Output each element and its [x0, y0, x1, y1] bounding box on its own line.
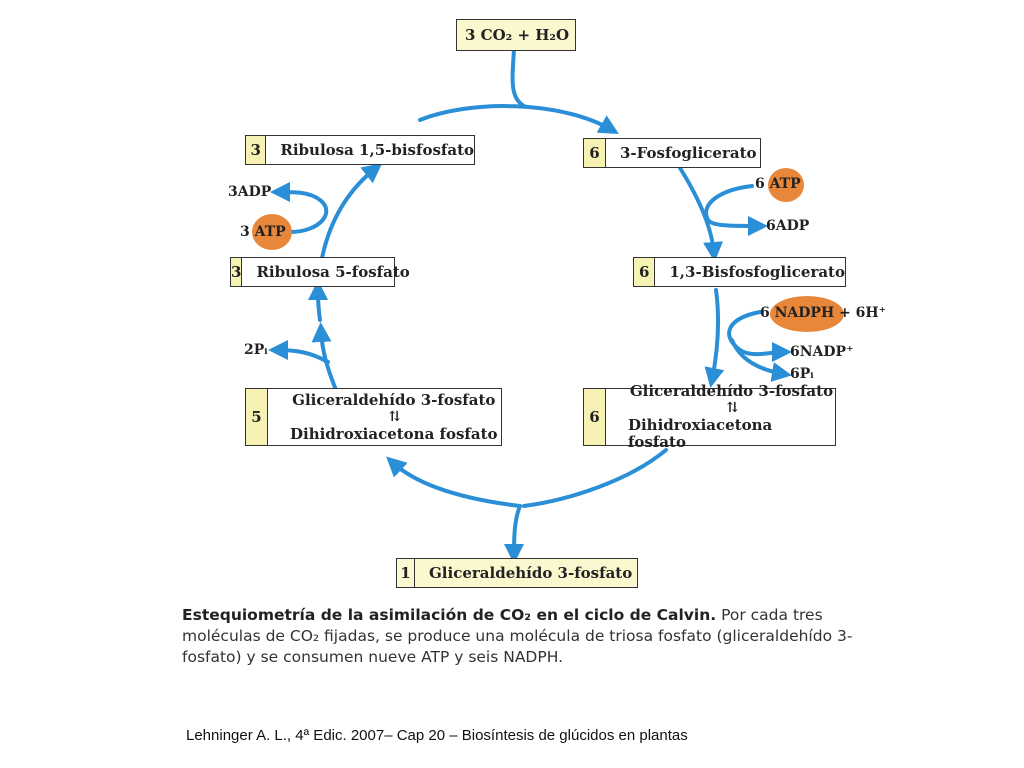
atp-right-label: 6 ATP — [755, 176, 801, 192]
nadp-label: 6NADP⁺ — [790, 344, 854, 360]
g3p-left-line1: Gliceraldehído 3-fosfato — [292, 390, 496, 409]
atp-left-highlight — [252, 214, 292, 250]
equilibrium-icon: ⇅ — [388, 408, 401, 425]
figure-caption: Estequiometría de la asimilación de CO₂ … — [182, 605, 902, 668]
output-g3p-count: 1 — [397, 559, 415, 587]
output-g3p-name: Gliceraldehído 3-fosfato — [429, 564, 633, 582]
adp-right-label: 6ADP — [766, 218, 810, 234]
phosphoglycerate-name: 3-Fosfoglicerato — [620, 144, 757, 162]
ribulose-5p-count: 3 — [231, 258, 243, 286]
arrow-bottom-to-g3p-left — [386, 456, 522, 508]
arrow-to-output — [504, 504, 525, 564]
bisphosphoglycerate-name: 1,3-Bisfosfoglicerato — [669, 263, 845, 281]
co2-input-label: 3 CO₂ + H₂O — [465, 26, 570, 44]
g3p-left-stack: Gliceraldehído 3-fosfato ⇅ Dihidroxiacet… — [268, 390, 498, 443]
arrow-atp-right — [704, 184, 768, 236]
ribulose-5p-name: Ribulosa 5-fosfato — [256, 263, 410, 281]
g3p-left-count: 5 — [246, 389, 268, 445]
equilibrium-icon: ⇅ — [726, 400, 739, 416]
ribulose-5p-box: 3 Ribulosa 5-fosfato — [230, 257, 410, 287]
g3p-right-line1: Gliceraldehído 3-fosfato — [629, 382, 834, 400]
nadph-highlight — [770, 296, 844, 332]
bisphosphoglycerate-box: 6 1,3-Bisfosfoglicerato — [633, 257, 846, 287]
arrow-atp-left — [270, 182, 329, 234]
arrow-pi-right — [730, 338, 792, 382]
arrow-pga-to-bpg — [678, 166, 724, 262]
bisphosphoglycerate-count: 6 — [634, 258, 656, 286]
co2-input-box: 3 CO₂ + H₂O — [456, 19, 576, 51]
adp-left-label: 3ADP — [228, 184, 272, 200]
source-citation: Lehninger A. L., 4ª Edic. 2007– Cap 20 –… — [186, 727, 688, 744]
g3p-right-box: 6 Gliceraldehído 3-fosfato ⇅ Dihidroxiac… — [583, 383, 836, 451]
phosphoglycerate-count: 6 — [584, 139, 606, 167]
arrow-co2-input — [510, 48, 526, 108]
ribulose-bisphosphate-name: Ribulosa 1,5-bisfosfato — [280, 141, 474, 159]
atp-right-highlight — [768, 168, 804, 202]
g3p-right-line2: Dihidroxiacetona fosfato — [627, 416, 773, 451]
arrow-ru5p-up — [308, 280, 329, 322]
pi-right-label: 6Pᵢ — [790, 366, 814, 382]
nadph-label: 6 NADPH + 6H⁺ — [760, 305, 887, 321]
g3p-left-line2: Dihidroxiacetona fosfato — [290, 424, 498, 443]
caption-text: Por cada tres moléculas de CO₂ fijadas, … — [182, 606, 853, 666]
g3p-left-box: 5 Gliceraldehído 3-fosfato ⇅ Dihidroxiac… — [245, 388, 502, 446]
g3p-right-count: 6 — [584, 389, 606, 445]
arrow-to-pga — [418, 104, 619, 134]
arrow-pi-left — [268, 340, 330, 364]
arrow-ru5p-to-rubp — [320, 163, 383, 260]
arrow-right-to-bottom — [522, 448, 668, 508]
ribulose-bisphosphate-count: 3 — [246, 136, 267, 164]
caption-title: Estequiometría de la asimilación de CO₂ … — [182, 606, 717, 624]
output-g3p-box: 1 Gliceraldehído 3-fosfato — [396, 558, 638, 588]
g3p-right-stack: Gliceraldehído 3-fosfato ⇅ Dihidroxiacet… — [606, 383, 835, 451]
phosphoglycerate-box: 6 3-Fosfoglicerato — [583, 138, 761, 168]
arrow-bpg-to-g3p — [704, 288, 725, 388]
atp-left-label: 3 ATP — [240, 224, 286, 240]
ribulose-bisphosphate-box: 3 Ribulosa 1,5-bisfosfato — [245, 135, 475, 165]
pi-left-label: 2Pᵢ — [244, 342, 268, 358]
